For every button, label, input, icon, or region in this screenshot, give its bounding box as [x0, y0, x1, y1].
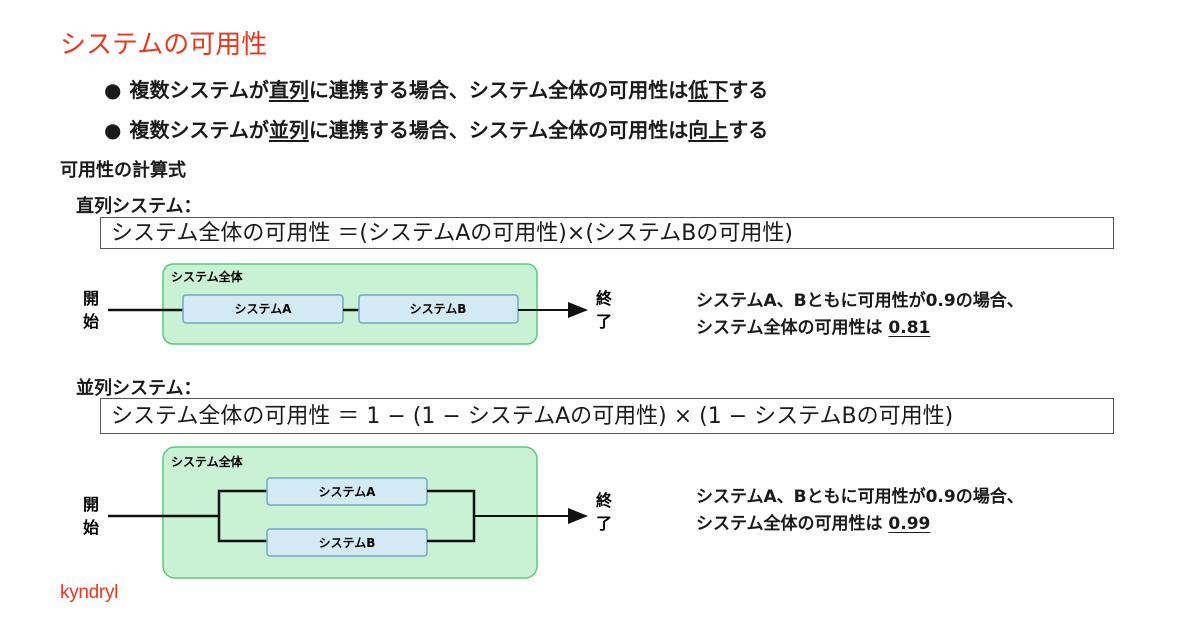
bullet-keyword: 並列 [268, 118, 309, 142]
series-box-b-label: システムB [410, 302, 467, 316]
bullet-keyword: 直列 [268, 78, 309, 102]
series-result-line2: システム全体の可用性は 0.81 [696, 315, 1024, 342]
section-heading: 可用性の計算式 [60, 160, 186, 181]
parallel-result: システムA、Bともに可用性が0.9の場合、 システム全体の可用性は 0.99 [696, 484, 1024, 538]
bullet-text: する [728, 78, 769, 102]
bullet-text: に連携する場合、システム全体の可用性は [308, 118, 689, 142]
series-start-2: 始 [83, 312, 99, 331]
parallel-box-b-label: システムB [319, 536, 376, 550]
bullet-series: ● 複数システムが直列に連携する場合、システム全体の可用性は低下する [104, 74, 768, 103]
bullet-keyword: 向上 [688, 118, 729, 142]
series-container [162, 263, 538, 345]
parallel-container [162, 446, 538, 579]
bullet-text: に連携する場合、システム全体の可用性は [308, 78, 689, 102]
series-result: システムA、Bともに可用性が0.9の場合、 システム全体の可用性は 0.81 [696, 288, 1024, 342]
series-label: 直列システム： [76, 196, 202, 217]
bullet-dot-icon: ● [104, 78, 122, 102]
series-result-line1: システムA、Bともに可用性が0.9の場合、 [696, 291, 1024, 311]
series-end-1: 終 [596, 289, 613, 308]
kyndryl-logo: kyndryl [60, 582, 119, 603]
parallel-label: 並列システム： [76, 378, 202, 399]
series-result-value: 0.81 [888, 318, 931, 338]
series-box-a-label: システムA [235, 302, 293, 316]
parallel-box-a-label: システムA [319, 485, 377, 499]
parallel-end-2: 了 [596, 514, 612, 533]
bullet-text: 複数システムが [129, 78, 269, 102]
parallel-split-line [217, 489, 267, 543]
bullet-parallel: ● 複数システムが並列に連携する場合、システム全体の可用性は向上する [104, 114, 768, 143]
parallel-formula: システム全体の可用性 ＝ 1 − (1 − システムAの可用性) × (1 − … [100, 398, 1114, 434]
page-title: システムの可用性 [60, 30, 268, 60]
parallel-box-b [266, 528, 428, 557]
parallel-result-value: 0.99 [888, 514, 931, 534]
parallel-result-line2: システム全体の可用性は 0.99 [696, 511, 1024, 538]
series-start-1: 開 [83, 289, 99, 308]
parallel-result-prefix: システム全体の可用性は [696, 514, 889, 534]
series-container-label: システム全体 [171, 269, 244, 284]
bullet-keyword: 低下 [688, 78, 729, 102]
parallel-end-1: 終 [596, 491, 613, 510]
bullet-text: 複数システムが [129, 118, 269, 142]
parallel-container-label: システム全体 [171, 454, 244, 469]
bullet-text: する [728, 118, 769, 142]
parallel-start-2: 始 [83, 518, 99, 537]
series-end-2: 了 [596, 312, 612, 331]
series-formula: システム全体の可用性 ＝(システムAの可用性)×(システムBの可用性) [100, 217, 1114, 249]
parallel-result-line1: システムA、Bともに可用性が0.9の場合、 [696, 487, 1024, 507]
parallel-start-1: 開 [83, 495, 99, 514]
bullet-dot-icon: ● [104, 118, 122, 142]
series-result-prefix: システム全体の可用性は [696, 318, 889, 338]
